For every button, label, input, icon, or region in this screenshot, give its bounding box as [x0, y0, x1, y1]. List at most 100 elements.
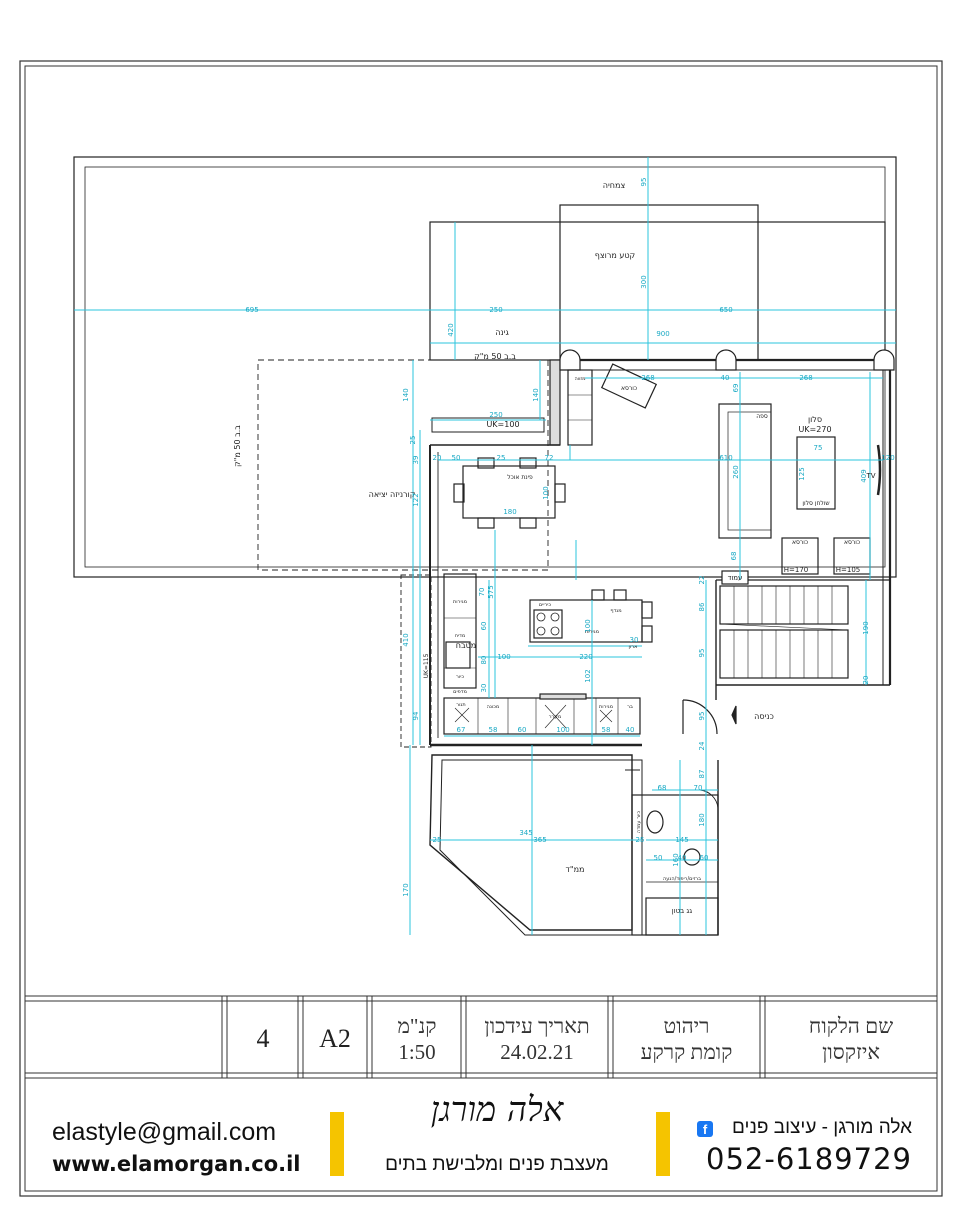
label-bar: בר [627, 704, 633, 710]
label-tv: TV [865, 472, 875, 480]
column-box [721, 570, 749, 585]
entry-door-swing [682, 699, 718, 735]
label-column: עמוד [728, 574, 743, 582]
arch-2 [715, 349, 737, 371]
kitchen-tall-cabinet [567, 369, 593, 446]
cooktop [533, 609, 563, 639]
label-gas-box: ב.ב 50 מ"ק [474, 352, 516, 361]
house-wall-column [549, 359, 561, 446]
label-vanity: כיור עמדה [636, 811, 642, 833]
label-living-room: סלון [808, 415, 822, 424]
dim-label: 40 [678, 854, 687, 862]
dim-label: 60 [480, 622, 488, 631]
dim-label: 72 [545, 454, 554, 462]
concrete-roof-box [645, 897, 719, 936]
dim-label: 120 [881, 454, 894, 462]
dim-label: 190 [862, 621, 870, 634]
dining-chair [554, 483, 566, 503]
floor-plan [73, 156, 897, 936]
dim-label: 180 [698, 813, 706, 826]
dim-label: 250 [489, 306, 502, 314]
dining-chair [519, 517, 537, 529]
label-dishwasher: מדיח [455, 633, 466, 639]
date-value: 24.02.21 [500, 1040, 574, 1064]
dim-label: 180 [503, 508, 516, 516]
logo-signature: אלה מורגן [430, 1090, 564, 1130]
dim-label: 345 [519, 829, 532, 837]
dim-label: 24 [698, 741, 706, 750]
dim-label: 60 [518, 726, 527, 734]
label-uk-100: UK=100 [486, 420, 519, 429]
designer-name: אלה מורגן - עיצוב פנים [732, 1117, 912, 1138]
dim-label: 268 [641, 374, 654, 382]
dim-label: 75 [814, 444, 823, 452]
website-link[interactable]: www.elamorgan.co.il [52, 1152, 301, 1176]
facebook-icon[interactable]: f [697, 1121, 713, 1137]
dining-chair [519, 457, 537, 469]
dim-label: 610 [719, 454, 732, 462]
dim-label: 575 [487, 585, 495, 598]
dim-label: 70 [478, 588, 486, 597]
dim-label: 95 [640, 178, 648, 187]
dim-label: 40 [721, 374, 730, 382]
label-armchair-3: כורסא [844, 539, 860, 546]
dim-label: 160 [672, 853, 680, 866]
email-link[interactable]: elastyle@gmail.com [52, 1118, 277, 1146]
label-fridge: מקרר [549, 714, 562, 720]
dim-label: 20 [433, 454, 442, 462]
dimension-labels: 695 250 650 900 95 300 420 140 140 250 2… [245, 178, 894, 897]
dim-label: 86 [698, 602, 706, 611]
label-coffee-table: שולחן סלון [802, 500, 829, 507]
label-gas-side: ב.ב 50 מ"ק [233, 425, 242, 467]
coffee-table [796, 436, 836, 510]
tagline: מעצבת פנים ומלבישת בתים [385, 1154, 609, 1175]
dim-label: 20 [862, 676, 870, 685]
dim-label: 420 [447, 323, 455, 336]
dimension-lines [74, 157, 896, 935]
phone-number[interactable]: 052-6189729 [706, 1142, 912, 1176]
armchair-1 [781, 537, 819, 575]
dim-label: 102 [584, 669, 592, 682]
dim-label: 87 [698, 770, 706, 779]
dim-label: 40 [626, 726, 635, 734]
dim-label: 69 [732, 384, 740, 393]
toilet [683, 848, 701, 866]
client-value: איזקסון [822, 1040, 880, 1064]
label-living-uk: UK=270 [798, 425, 831, 434]
dim-label: 900 [656, 330, 669, 338]
dim-label: 58 [489, 726, 498, 734]
tv-unit [876, 444, 882, 496]
dim-label: 80 [480, 656, 488, 665]
dim-label: 67 [457, 726, 466, 734]
dim-label: 409 [860, 469, 868, 482]
label-tzimhiya: צמחיה [603, 181, 626, 190]
staircase-upper [719, 585, 849, 625]
label-drawers-3: מגירות [599, 704, 613, 710]
dim-label: 220 [579, 653, 592, 661]
label-armchair-2: כורסא [792, 539, 808, 546]
dim-label: 300 [640, 275, 648, 288]
label-toilet-cab: ארון [629, 644, 638, 650]
label-washer: מכונה [487, 704, 500, 710]
dim-label: 50 [654, 854, 663, 862]
label-sofa: ספה [756, 413, 768, 420]
label-h170: H=170 [784, 566, 809, 574]
garden-outer-boundary [73, 156, 897, 578]
dim-label: 25 [497, 454, 506, 462]
label-mamad: ממ"ד [566, 865, 585, 874]
dim-label: 145 [675, 836, 688, 844]
label-h105: H=105 [836, 566, 861, 574]
dim-label: 70 [694, 784, 703, 792]
dashed-wing [400, 574, 432, 748]
dim-label: 650 [719, 306, 732, 314]
dim-label: 50 [452, 454, 461, 462]
dim-label: 95 [698, 649, 706, 658]
label-cornice: קורניזה יציאה [369, 490, 416, 499]
label-vent: מנדף [610, 608, 621, 614]
kitchen-west-cabinets [443, 573, 477, 689]
dining-chair [477, 457, 495, 469]
dim-label: 365 [533, 836, 546, 844]
dim-label: 140 [532, 388, 540, 401]
label-bath-line: ברזים/ריפוד/הנעה [663, 876, 701, 882]
